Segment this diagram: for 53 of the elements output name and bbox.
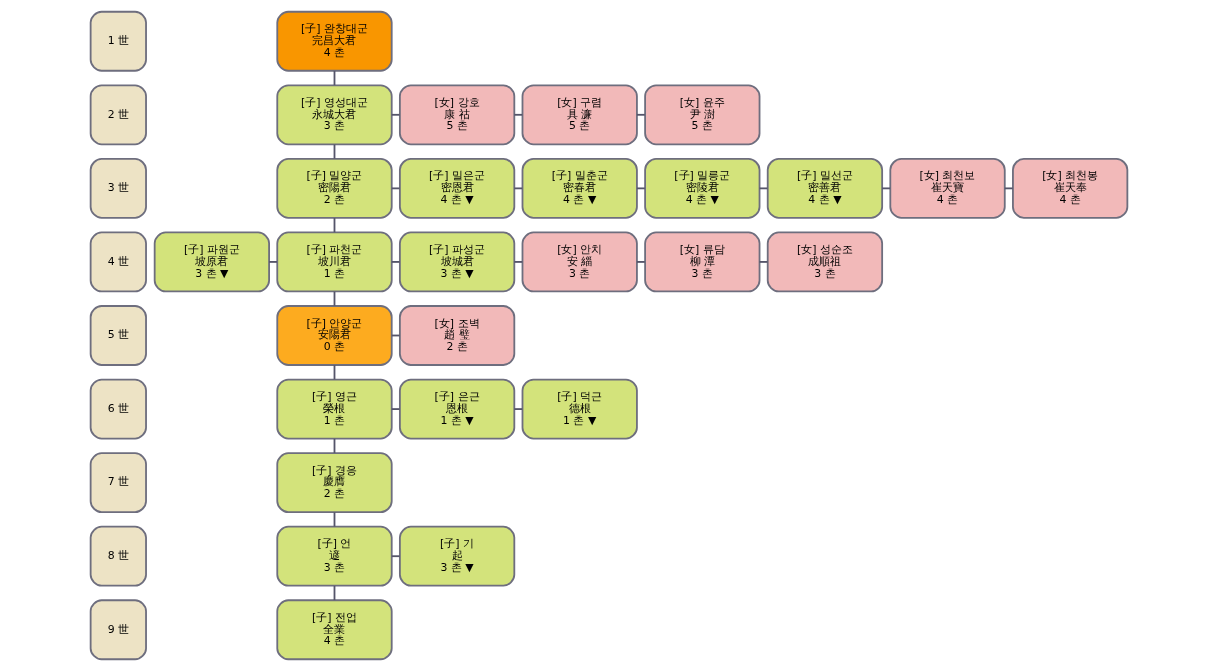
node-box: 2 世: [89, 84, 147, 146]
node-box: 3 世: [89, 157, 147, 219]
node-box: [子] 밀선군 密善君 4 촌 ▼: [766, 157, 883, 219]
node-box: [女] 조벽 趙 璧 2 촌: [398, 305, 515, 366]
connector: [390, 261, 401, 263]
node-box: 9 世: [89, 599, 147, 661]
node-box: [子] 경응 慶膺 2 촌: [275, 452, 393, 514]
connector: [758, 187, 768, 190]
connector: [390, 555, 401, 558]
node-box: [女] 최천봉 崔天奉 4 촌: [1011, 157, 1128, 219]
node-box: [子] 전업 全業 4 촌: [275, 599, 393, 661]
node-box: [子] 밀은군 密恩君 4 촌 ▼: [398, 157, 515, 219]
node-box: [女] 강호 康 祜 5 촌: [398, 84, 515, 146]
node-box: [女] 윤주 尹 澍 5 촌: [643, 84, 760, 146]
node-box: [子] 밀춘군 密春君 4 촌 ▼: [521, 157, 638, 219]
node-box: [子] 기 起 3 촌 ▼: [398, 525, 515, 587]
node-box: [子] 완창대군 完昌大君 4 촌: [275, 10, 393, 72]
node-box: [子] 덕근 德根 1 촌 ▼: [521, 378, 638, 440]
connector: [880, 187, 891, 190]
node-box: 5 世: [89, 305, 147, 366]
connector: [512, 113, 523, 116]
connector: [390, 408, 401, 410]
connector: [390, 113, 401, 116]
node-box: [子] 밀릉군 密陵君 4 촌 ▼: [643, 157, 760, 219]
connector: [758, 261, 768, 263]
node-box: [子] 영성대군 永城大君 3 촌: [275, 84, 393, 146]
connector: [512, 408, 523, 410]
connector: [512, 261, 523, 263]
node-box: [女] 구렴 具 濂 5 촌: [521, 84, 638, 146]
connector: [635, 113, 646, 116]
node-box: [女] 안치 安 緇 3 촌: [521, 231, 638, 293]
node-box: [女] 최천보 崔天寶 4 촌: [888, 157, 1006, 219]
connector: [390, 187, 401, 190]
node-box: [子] 언 遃 3 촌: [275, 525, 393, 587]
node-box: [子] 밀양군 密陽君 2 촌: [275, 157, 393, 219]
node-box: 4 世: [89, 231, 147, 293]
connector: [267, 261, 278, 263]
node-box: [女] 류담 柳 潭 3 촌: [643, 231, 760, 293]
connector: [1003, 187, 1014, 190]
node-box: [子] 은근 恩根 1 촌 ▼: [398, 378, 515, 440]
node-box: 6 世: [89, 378, 147, 440]
node-box: [子] 영근 榮根 1 촌: [275, 378, 393, 440]
node-box: 7 世: [89, 452, 147, 514]
connector: [512, 187, 523, 190]
connector: [635, 187, 646, 190]
node-box: 1 世: [89, 10, 147, 72]
node-box: 8 世: [89, 525, 147, 587]
node-box: [子] 파천군 坡川君 1 촌: [275, 231, 393, 293]
node-box: [子] 파원군 坡原君 3 촌 ▼: [153, 231, 270, 293]
node-box: [女] 성순조 成順祖 3 촌: [766, 231, 883, 293]
connector: [635, 261, 646, 263]
node-box: [子] 안양군 安陽君 0 촌: [275, 305, 393, 366]
node-box: [子] 파성군 坡城君 3 촌 ▼: [398, 231, 515, 293]
